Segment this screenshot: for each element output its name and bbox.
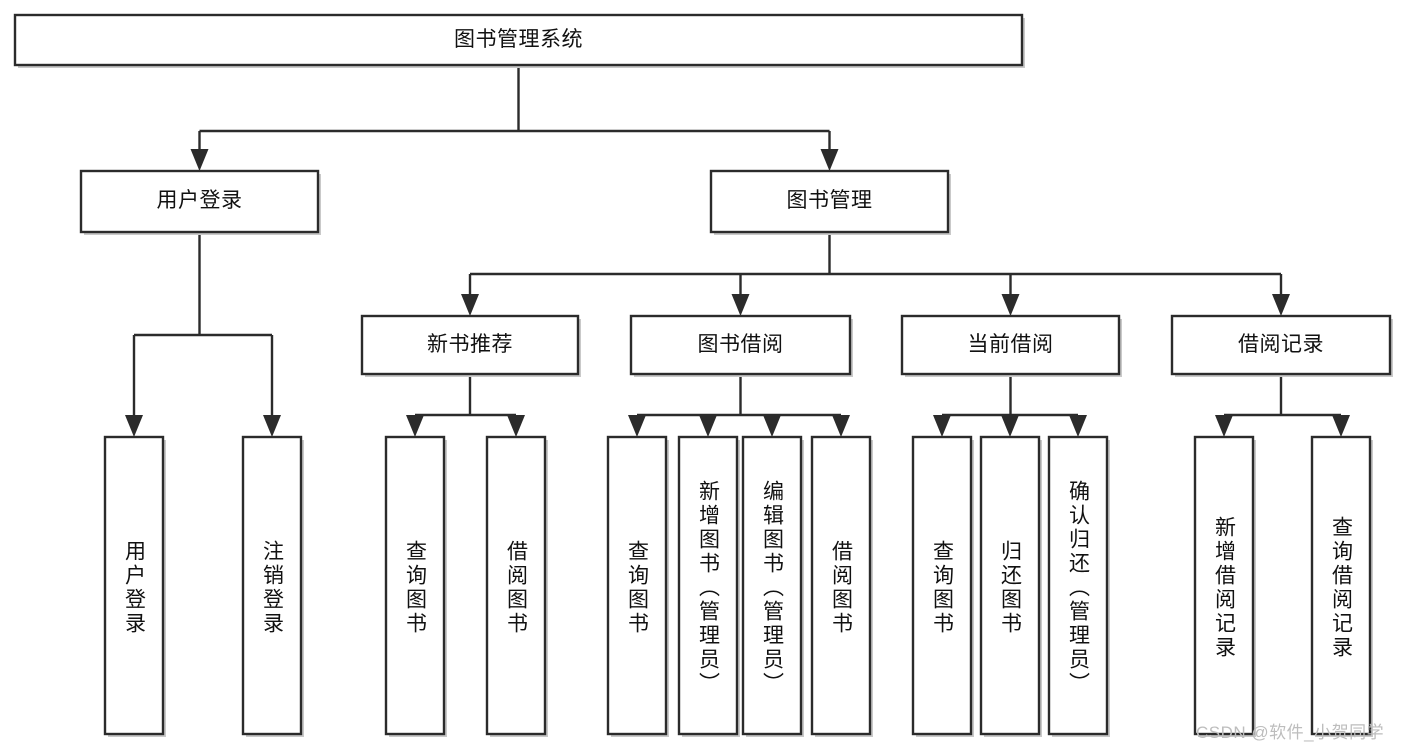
arrow-head-icon — [1069, 415, 1087, 437]
node-book-borrow[interactable] — [629, 314, 852, 376]
arrow-head-icon — [628, 415, 646, 437]
node-leaf-borrow-book-2[interactable] — [810, 435, 872, 736]
node-leaf-logout[interactable] — [241, 435, 303, 736]
node-user-login[interactable] — [79, 169, 320, 234]
node-leaf-borrow-book-1[interactable] — [485, 435, 547, 736]
edges-layer — [125, 65, 1350, 437]
arrow-head-icon — [190, 149, 209, 171]
arrow-head-icon — [699, 415, 717, 437]
arrow-head-icon — [263, 415, 281, 437]
arrow-head-icon — [1215, 415, 1233, 437]
node-leaf-add-book[interactable] — [677, 435, 739, 736]
node-leaf-user-login[interactable] — [103, 435, 165, 736]
node-leaf-confirm-return[interactable] — [1047, 435, 1109, 736]
node-leaf-query-book-1[interactable] — [384, 435, 446, 736]
arrow-head-icon — [1332, 415, 1350, 437]
node-root[interactable] — [13, 13, 1024, 67]
arrow-head-icon — [832, 415, 850, 437]
arrow-head-icon — [125, 415, 143, 437]
arrow-head-icon — [820, 149, 839, 171]
node-current-borrow[interactable] — [900, 314, 1121, 376]
arrow-head-icon — [933, 415, 951, 437]
node-leaf-query-book-2[interactable] — [606, 435, 668, 736]
arrow-head-icon — [461, 294, 479, 316]
arrow-head-icon — [406, 415, 424, 437]
node-leaf-query-book-3[interactable] — [911, 435, 973, 736]
node-leaf-return-book[interactable] — [979, 435, 1041, 736]
node-book-management[interactable] — [709, 169, 950, 234]
node-new-book-recommend[interactable] — [360, 314, 580, 376]
csdn-watermark: CSDN @软件_小贺同学 — [1196, 723, 1385, 742]
arrow-head-icon — [1001, 294, 1020, 316]
arrow-head-icon — [1272, 294, 1290, 316]
node-leaf-edit-book[interactable] — [741, 435, 803, 736]
node-borrow-record[interactable] — [1170, 314, 1392, 376]
arrow-head-icon — [731, 294, 750, 316]
arrow-head-icon — [763, 415, 781, 437]
arrow-head-icon — [507, 415, 525, 437]
node-leaf-query-record[interactable] — [1310, 435, 1372, 736]
node-leaf-add-record[interactable] — [1193, 435, 1255, 736]
boxes-layer — [13, 13, 1393, 737]
arrow-head-icon — [1001, 415, 1019, 437]
